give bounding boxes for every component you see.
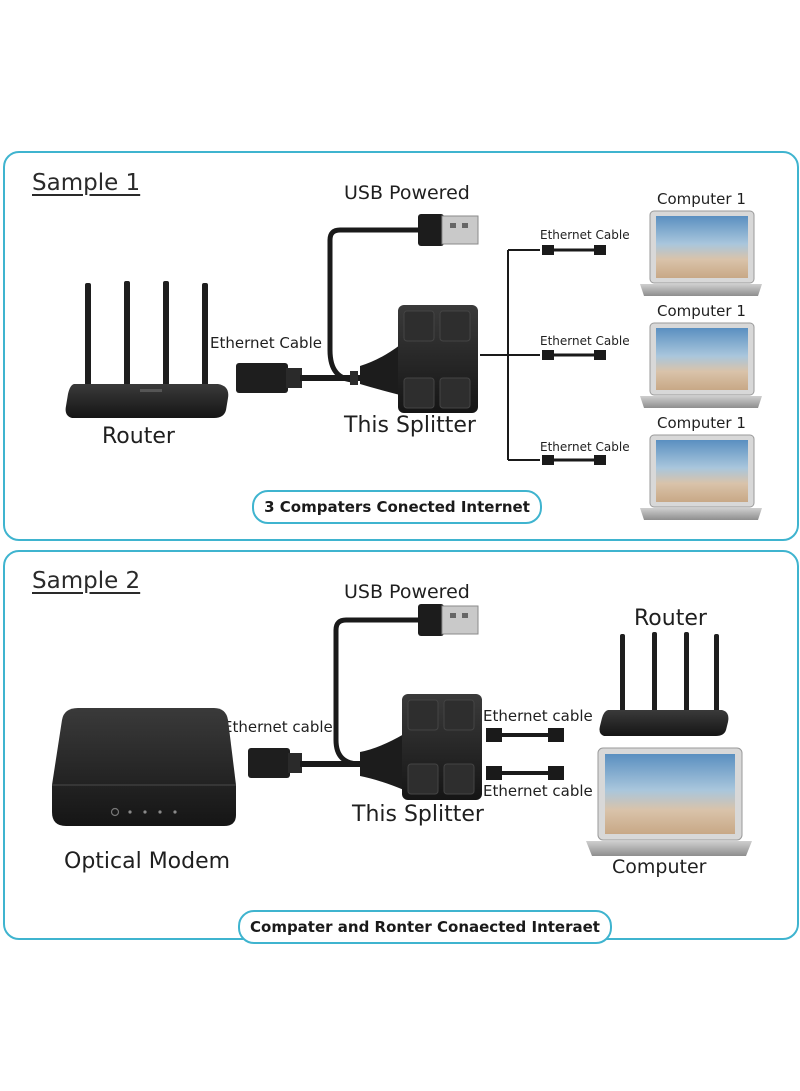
sample-1-splitter-label: This Splitter [344,413,476,438]
sample-2-branch-cable-label: Ethernet cable [483,707,593,725]
mini-ethernet-cable-icon [542,455,606,465]
optical-modem-icon [52,708,236,826]
sample-2-router-label: Router [634,606,707,631]
sample-2-usb-label: USB Powered [344,581,470,603]
ethernet-cable-icon [236,363,360,393]
mini-ethernet-cable-icon [486,728,564,742]
mini-ethernet-cable-icon [486,766,564,780]
splitter-icon [360,305,478,413]
laptop-icon [640,434,762,520]
sample-1-caption: 3 Compaters Conected Internet [252,490,542,524]
sample-2-caption: Compater and Ronter Conaected Interaet [238,910,612,944]
sample-1-title: Sample 1 [32,170,141,196]
branch-lines [480,249,540,461]
router-icon [65,281,229,418]
laptop-icon [586,747,752,856]
sample-1-cable-label: Ethernet Cable [210,334,322,352]
mini-ethernet-cable-icon [542,350,606,360]
sample-2-cable-label: Ethernet cable [223,718,333,736]
router-icon [599,632,729,736]
sample-2-branch-cable-label: Ethernet cable [483,782,593,800]
sample-2-modem-label: Optical Modem [64,849,231,874]
sample-2-computer-label: Computer [612,856,707,878]
laptop-icon [640,322,762,408]
mini-ethernet-cable-icon [542,245,606,255]
usb-cable-icon [333,604,479,767]
sample-1-router-label: Router [102,424,175,449]
sample-1-usb-label: USB Powered [344,182,470,204]
sample-1-branch-cable-label: Ethernet Cable [540,440,630,454]
ethernet-cable-icon [248,748,360,778]
laptop-icon [640,210,762,296]
sample-1-computer-label: Computer 1 [657,190,746,208]
sample-2-splitter-label: This Splitter [352,802,484,827]
sample-1-computer-label: Computer 1 [657,414,746,432]
sample-1-branch-cable-label: Ethernet Cable [540,228,630,242]
splitter-icon [360,694,482,800]
sample-1-computer-label: Computer 1 [657,302,746,320]
sample-1-branch-cable-label: Ethernet Cable [540,334,630,348]
sample-2-title: Sample 2 [32,568,141,594]
